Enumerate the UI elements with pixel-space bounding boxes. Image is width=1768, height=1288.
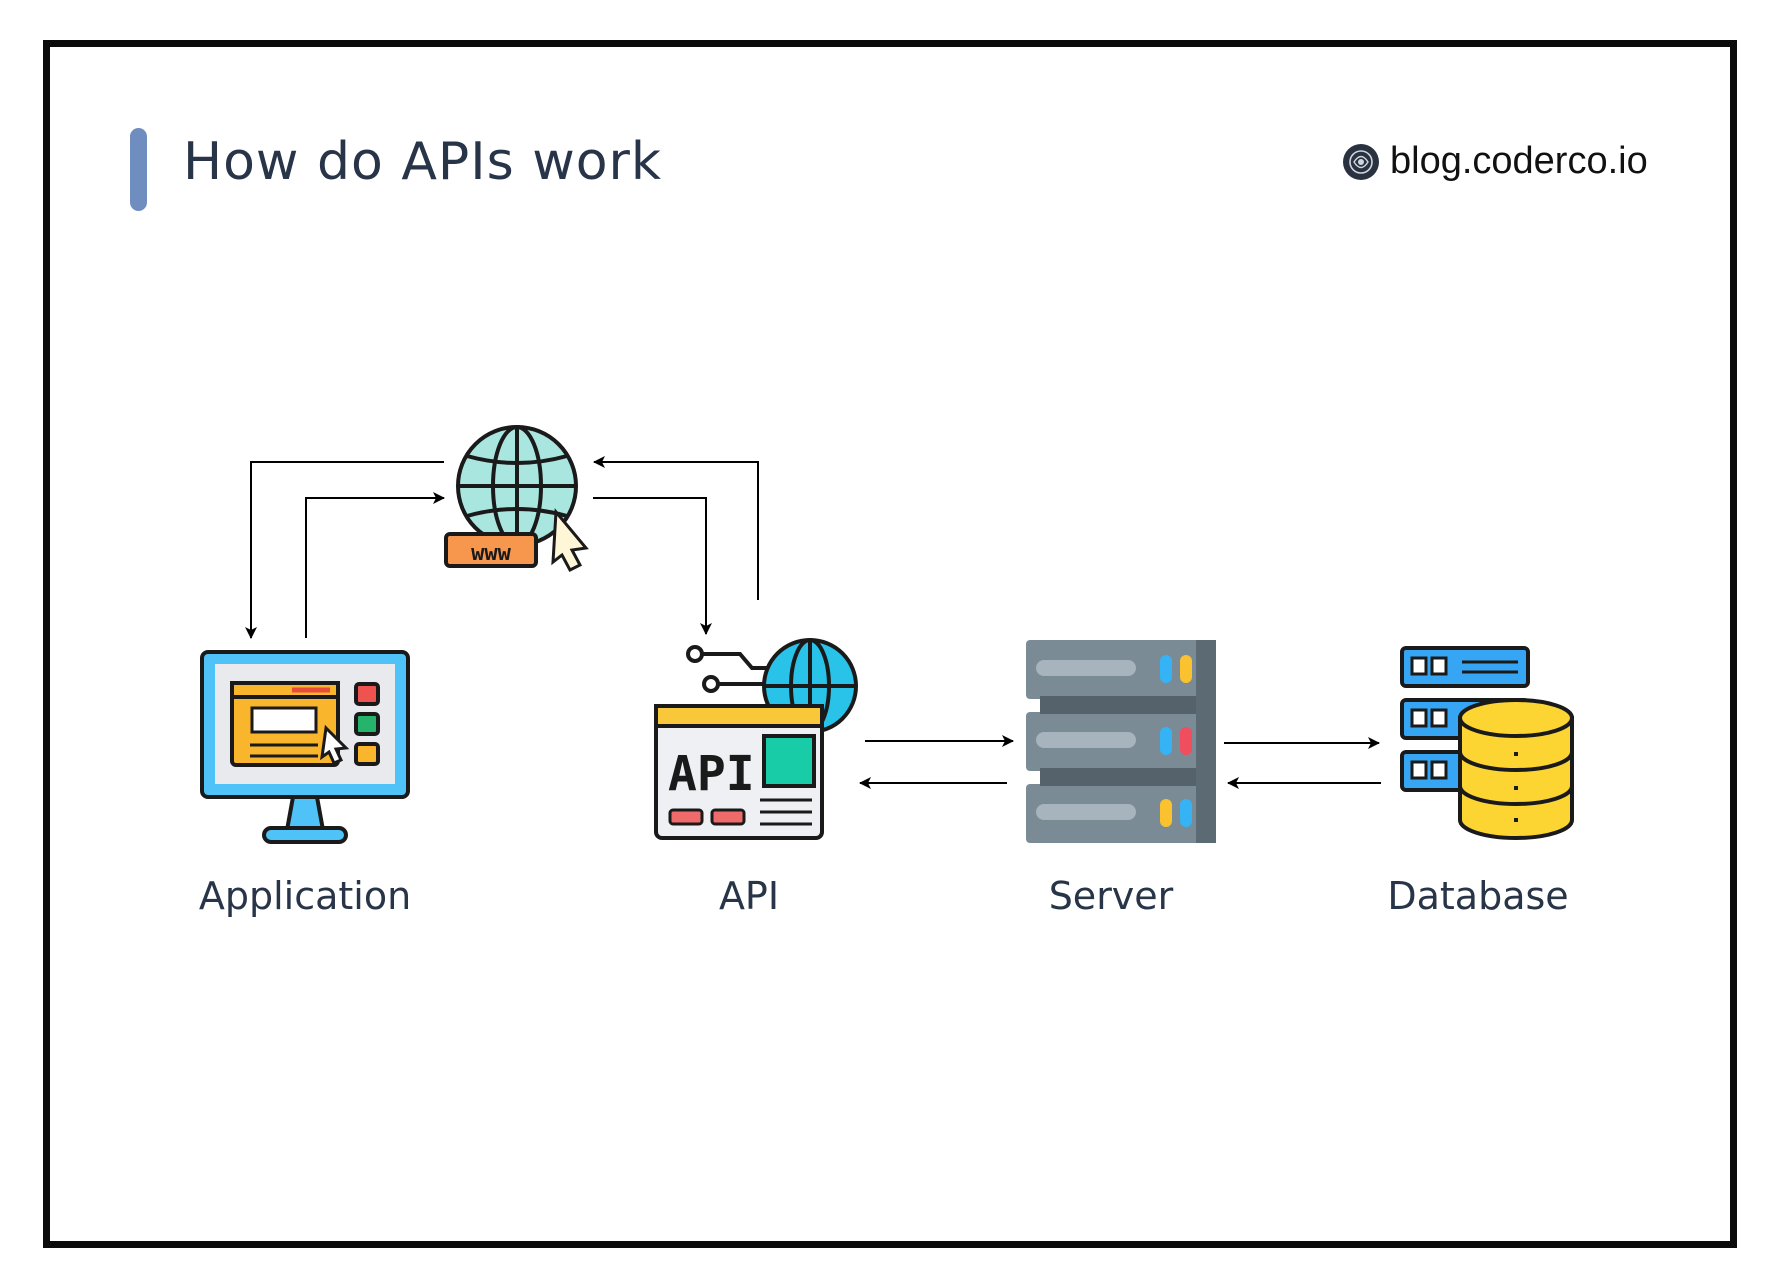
page-title: How do APIs work (183, 132, 663, 192)
api-window-icon (654, 638, 858, 840)
brand[interactable]: blog.coderco.io (1342, 140, 1648, 183)
node-label-api: API (718, 874, 780, 918)
node-label-database: Database (1387, 874, 1569, 918)
arrow-application-to-internet (305, 492, 445, 638)
logo-icon (1343, 143, 1379, 180)
diagram-frame (43, 40, 1737, 1248)
globe-www-icon (444, 425, 589, 572)
arrow-internet-to-api (593, 497, 712, 635)
arrow-api-to-internet (593, 456, 759, 600)
monitor-app-icon (200, 650, 410, 844)
api-icon-text: API (668, 746, 755, 802)
node-label-server: Server (1048, 874, 1174, 918)
connectors (245, 456, 1381, 789)
brand-link[interactable]: blog.coderco.io (1390, 140, 1648, 182)
node-label-application: Application (198, 874, 412, 918)
title-accent-bar (130, 128, 147, 211)
www-badge: www (471, 541, 511, 566)
database-icon (1400, 646, 1574, 840)
server-rack-icon (1026, 640, 1216, 843)
arrow-internet-to-application (245, 461, 444, 639)
